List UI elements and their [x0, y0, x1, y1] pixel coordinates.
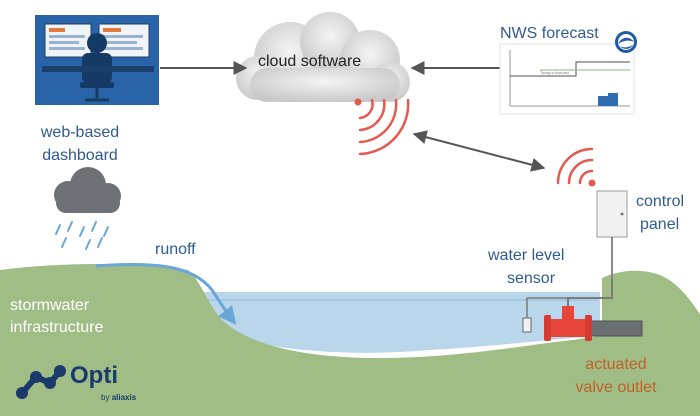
- logo-company: aliaxis: [111, 393, 137, 402]
- control-panel-box-icon: [596, 190, 628, 278]
- valve-label-line1: actuated: [585, 356, 647, 373]
- control-panel-label-line1: control: [636, 193, 685, 210]
- valve-icon: [544, 306, 592, 341]
- logo-by-prefix: by: [101, 393, 110, 402]
- opti-logo-byline: by aliaxis: [101, 393, 136, 403]
- control-panel-label-line2: panel: [640, 216, 680, 233]
- cloud-icon: [236, 12, 410, 102]
- dashboard-label-line1: web-based: [40, 124, 120, 141]
- water-level-sensor-icon: [522, 297, 568, 333]
- ground-terrain: [0, 264, 700, 416]
- water-level-label-line2: sensor: [507, 270, 556, 287]
- stormwater-label-line1: stormwater: [10, 297, 90, 314]
- runoff-label: runoff: [155, 241, 196, 258]
- forecast-legend-label: Today's forecast: [540, 70, 570, 75]
- valve-label-line2: valve outlet: [575, 379, 657, 396]
- cloud-software-label: cloud software: [258, 53, 362, 70]
- opti-logo-text: Opti: [70, 362, 118, 389]
- water-pond: [200, 292, 600, 353]
- wireless-signal-icon: [354, 98, 410, 156]
- stormwater-label-line2: infrastructure: [10, 319, 104, 336]
- computer-workstation-icon: [35, 15, 159, 105]
- rain-cloud-icon: [54, 167, 121, 250]
- opti-logo-icon: [16, 365, 66, 399]
- runoff-arrow: [95, 262, 237, 325]
- forecast-chart: Today's forecast: [499, 43, 635, 115]
- water-level-label-line1: water level: [488, 247, 565, 264]
- noaa-logo-icon: [615, 31, 637, 53]
- nws-forecast-label: NWS forecast: [500, 25, 599, 42]
- panel-wireless-signal-icon: [556, 147, 596, 187]
- dashboard-label-line2: dashboard: [42, 147, 118, 164]
- cloud-panel-arrow: [412, 130, 546, 172]
